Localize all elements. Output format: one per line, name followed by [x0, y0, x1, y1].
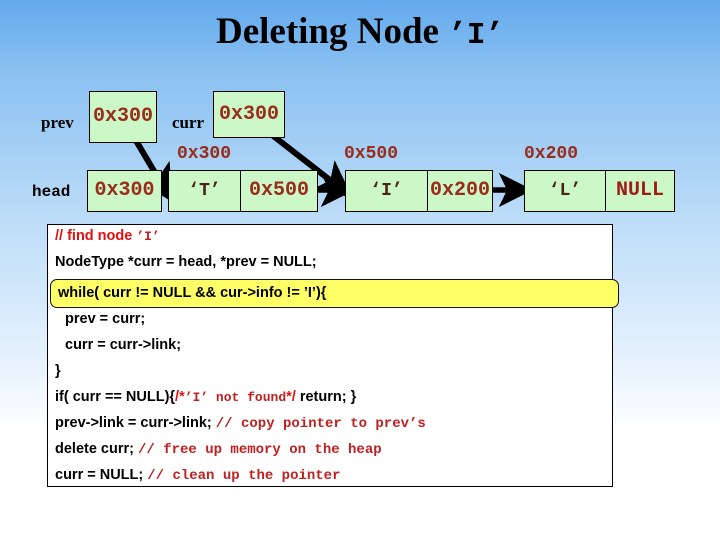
code-highlight-band [50, 279, 619, 308]
node-t-address-label: 0x300 [177, 144, 232, 164]
code-line-1-literal: ’I’ [136, 229, 160, 244]
code-line-8: prev->link = curr->link; // copy pointer… [55, 416, 426, 431]
head-pointer-box: 0x300 [87, 170, 162, 212]
node-t-link-cell: 0x500 [240, 170, 318, 212]
node-i-address-label: 0x500 [344, 144, 399, 164]
code-line-7-comment-open: /* [175, 389, 185, 405]
code-line-7-text-a: if( curr == NULL){ [55, 389, 176, 405]
code-line-3-text-a: while( curr != NULL && cur->info != [58, 285, 304, 301]
code-line-9-comment: // free up memory on the heap [138, 442, 382, 458]
head-pointer-label: head [32, 183, 71, 201]
code-line-4: prev = curr; [65, 311, 146, 327]
node-i-link-cell: 0x200 [427, 170, 493, 212]
code-line-7: if( curr == NULL){/*’I’ not found*/ retu… [55, 390, 356, 405]
curr-pointer-label: curr [172, 113, 205, 132]
code-line-1: // find node ’I’ [55, 229, 160, 244]
code-line-3-text-b: ){ [315, 285, 327, 301]
code-line-10-text: curr = NULL; [55, 467, 148, 483]
code-line-7-text-b: return; } [295, 389, 357, 405]
code-line-8-comment: // copy pointer to prev’s [215, 416, 426, 432]
node-l-info-cell: ‘L’ [524, 170, 606, 212]
prev-pointer-label: prev [41, 113, 74, 132]
code-line-3-literal: ’I’ [303, 285, 316, 301]
code-line-6: } [55, 363, 61, 379]
code-line-8-text: prev->link = curr->link; [55, 415, 216, 431]
code-line-2: NodeType *curr = head, *prev = NULL; [55, 254, 317, 270]
page-title-prefix: Deleting Node [215, 11, 449, 52]
code-line-7-comment-close: */ [286, 389, 296, 405]
code-line-9-text: delete curr; [55, 441, 138, 457]
curr-pointer-box: 0x300 [213, 91, 285, 138]
page-title: Deleting Node ’I’ [0, 10, 720, 53]
code-block [47, 224, 613, 487]
node-l-address-label: 0x200 [524, 144, 579, 164]
code-line-7-literal: ’I’ not found [184, 390, 287, 405]
code-line-10-comment: // clean up the pointer [147, 468, 341, 484]
node-l-link-cell: NULL [605, 170, 675, 212]
code-line-10: curr = NULL; // clean up the pointer [55, 468, 340, 483]
code-line-9: delete curr; // free up memory on the he… [55, 442, 382, 457]
node-t-info-cell: ‘T’ [168, 170, 241, 212]
code-line-3: while( curr != NULL && cur->info != ’I’)… [58, 286, 326, 301]
code-line-5: curr = curr->link; [65, 337, 182, 353]
page-title-target: ’I’ [448, 18, 505, 53]
prev-pointer-box: 0x300 [89, 91, 157, 143]
code-line-1-comment: // find node [55, 228, 137, 244]
node-i-info-cell: ‘I’ [345, 170, 428, 212]
